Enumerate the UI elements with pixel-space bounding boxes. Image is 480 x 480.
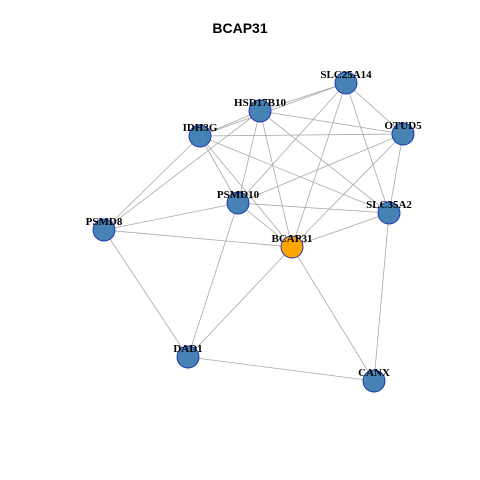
edge-slc35a2-bcap31 [291, 212, 390, 248]
edge-slc25a14-otud5 [345, 82, 404, 135]
node-label-bcap31: BCAP31 [272, 233, 313, 245]
node-hsd17b10[interactable] [248, 99, 272, 123]
node-label-psmd8: PSMD8 [86, 216, 123, 228]
edge-idh3g-psmd10 [199, 135, 239, 204]
node-label-hsd17b10: HSD17B10 [234, 97, 286, 109]
node-slc25a14[interactable] [334, 71, 358, 95]
edge-psmd10-dad1 [187, 202, 239, 358]
node-label-psmd10: PSMD10 [217, 189, 260, 201]
edge-slc25a14-hsd17b10 [259, 82, 347, 112]
node-dad1[interactable] [176, 345, 200, 369]
edge-hsd17b10-otud5 [259, 110, 404, 135]
edge-otud5-slc35a2 [388, 133, 404, 214]
node-slc35a2[interactable] [377, 201, 401, 225]
edge-slc25a14-psmd10 [237, 82, 347, 204]
edge-slc25a14-idh3g [199, 82, 347, 137]
edge-idh3g-slc35a2 [199, 135, 390, 214]
edge-idh3g-otud5 [199, 133, 404, 137]
node-label-otud5: OTUD5 [384, 120, 422, 132]
edge-hsd17b10-psmd8 [103, 110, 261, 231]
edge-idh3g-psmd8 [103, 135, 201, 231]
edge-otud5-bcap31 [291, 133, 404, 248]
node-psmd10[interactable] [226, 191, 250, 215]
edge-bcap31-canx [291, 246, 375, 382]
node-label-slc25a14: SLC25A14 [320, 69, 372, 81]
node-label-slc35a2: SLC35A2 [366, 199, 412, 211]
edge-slc25a14-bcap31 [291, 82, 347, 248]
node-otud5[interactable] [391, 122, 415, 146]
edge-psmd10-psmd8 [103, 202, 239, 231]
edge-slc25a14-slc35a2 [345, 82, 390, 214]
edge-hsd17b10-bcap31 [259, 110, 293, 248]
node-psmd8[interactable] [92, 218, 116, 242]
node-label-idh3g: IDH3G [183, 122, 218, 134]
node-bcap31[interactable] [280, 235, 304, 259]
edge-dad1-canx [187, 356, 375, 382]
edge-idh3g-bcap31 [199, 135, 293, 248]
edge-hsd17b10-slc35a2 [259, 110, 390, 214]
graph-title: BCAP31 [212, 20, 268, 36]
edge-psmd10-slc35a2 [237, 202, 390, 214]
node-idh3g[interactable] [188, 124, 212, 148]
node-canx[interactable] [362, 369, 386, 393]
node-label-dad1: DAD1 [173, 343, 202, 355]
node-label-canx: CANX [358, 367, 390, 379]
edge-otud5-psmd10 [237, 133, 404, 204]
edge-hsd17b10-psmd10 [237, 110, 261, 204]
edge-bcap31-dad1 [187, 246, 293, 358]
edge-slc35a2-canx [373, 212, 390, 382]
edge-layer [103, 82, 404, 382]
edge-bcap31-psmd8 [103, 229, 293, 248]
edge-psmd10-bcap31 [237, 202, 293, 248]
node-layer [92, 71, 415, 393]
edge-psmd8-dad1 [103, 229, 189, 358]
